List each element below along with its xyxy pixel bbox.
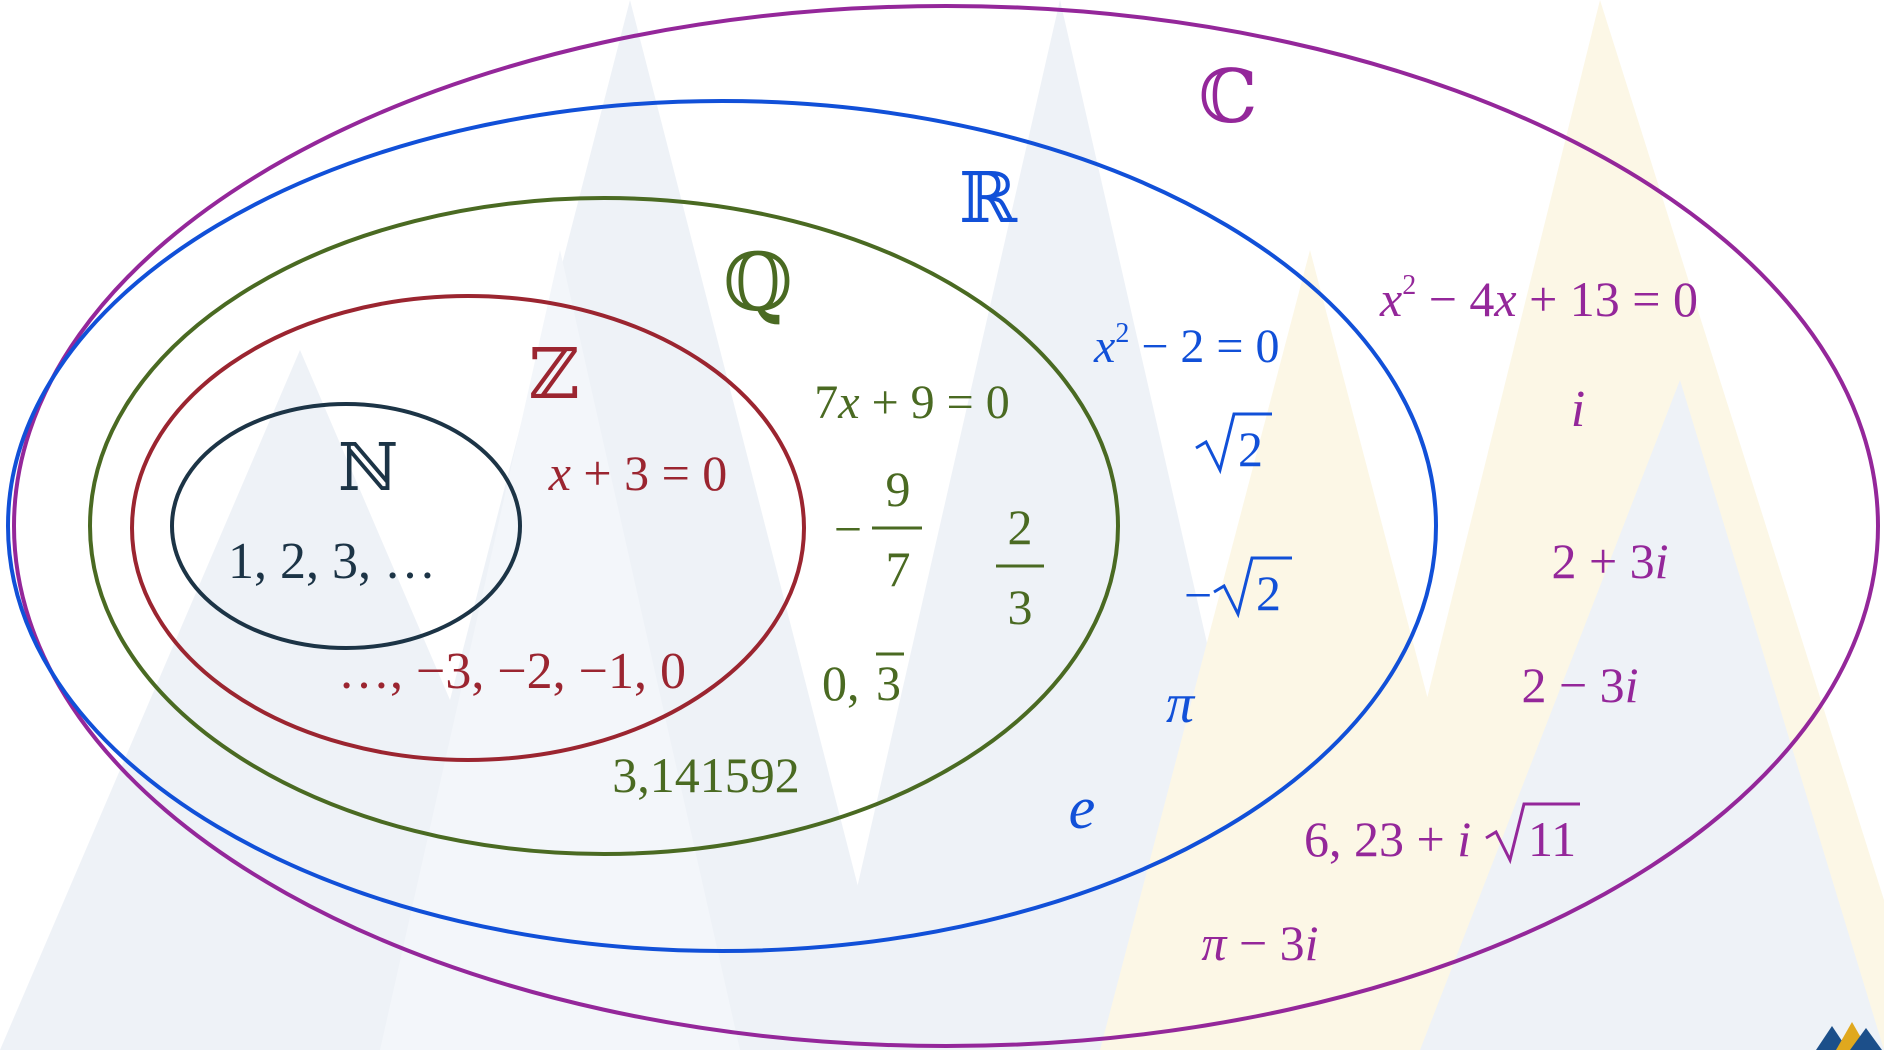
set-n-boundary	[170, 402, 522, 650]
r-pi: π	[1166, 673, 1196, 735]
c-complex-sqrt-eleven-radicand: 11	[1528, 811, 1576, 867]
c-complex-sqrt-eleven-text: 6, 23 + i	[1304, 811, 1471, 867]
set-z-boundary	[130, 294, 806, 762]
q-decimal-approximation: 3,141592	[612, 747, 800, 803]
set-n-symbol: ℕ	[338, 429, 398, 506]
c-complex-sqrt-eleven-real: 6, 23 +	[1304, 811, 1457, 867]
q-equation-rest: + 9 = 0	[860, 376, 1010, 429]
c-complex-pi-minus-3i-rest: − 3	[1226, 915, 1304, 971]
q-fraction-1-denominator: 7	[886, 541, 911, 597]
c-equation-variable-1: x	[1379, 271, 1402, 327]
r-sqrt-two: 2	[1195, 412, 1272, 477]
set-r-symbol: ℝ	[959, 157, 1018, 239]
q-fraction-2-numerator: 2	[1008, 499, 1033, 555]
c-complex-2-minus-3i-real: 2 − 3	[1521, 657, 1624, 713]
c-complex-sqrt-eleven: 6, 23 + i 11	[1304, 802, 1580, 867]
c-equation-mid: − 4	[1416, 271, 1494, 327]
r-equation-text: x2 − 2 = 0	[1093, 318, 1279, 373]
set-c-symbol: ℂ	[1199, 54, 1258, 140]
set-c-boundary	[12, 4, 1880, 1048]
r-sqrt-two-radical	[1195, 412, 1272, 475]
c-complex-pi-minus-3i-unit: i	[1305, 915, 1319, 971]
r-negative-sqrt-two: − 2	[1184, 556, 1292, 623]
q-repeating-digit: 3	[876, 655, 901, 711]
n-member-list: 1, 2, 3, …	[228, 533, 436, 590]
c-imaginary-unit: i	[1571, 381, 1585, 438]
c-complex-2-minus-3i: 2 − 3i	[1521, 657, 1638, 713]
c-complex-pi-minus-3i: π − 3i	[1201, 915, 1318, 971]
c-equation-exponent: 2	[1402, 270, 1416, 301]
z-member-list: …, −3, −2, −1, 0	[338, 643, 686, 700]
c-complex-pi-minus-3i-pi: π	[1201, 915, 1228, 971]
q-fraction-negative-nine-sevenths: − 9 7	[834, 461, 922, 597]
q-repeating-lead: 0,	[822, 655, 860, 711]
triple-peak-logo-icon	[1816, 1022, 1882, 1050]
q-fraction-minus: −	[834, 501, 862, 557]
q-equation-coefficient: 7	[814, 376, 838, 429]
q-fraction-2-denominator: 3	[1008, 579, 1033, 635]
bg-triangle-3	[380, 250, 740, 1050]
r-equation-exponent: 2	[1115, 318, 1129, 349]
z-equation: x + 3 = 0	[548, 445, 728, 501]
z-equation-variable: x	[548, 445, 571, 501]
q-fraction-1-numerator: 9	[886, 461, 911, 517]
r-negative-sqrt-two-radicand: 2	[1256, 565, 1281, 621]
set-q-boundary	[88, 196, 1120, 856]
c-complex-2-plus-3i: 2 + 3i	[1551, 533, 1668, 589]
q-equation: 7x + 9 = 0	[814, 376, 1009, 429]
c-equation-variable-2: x	[1493, 271, 1516, 327]
c-equation-rest: + 13 = 0	[1517, 271, 1698, 327]
c-complex-sqrt-eleven-radical	[1485, 802, 1580, 865]
c-complex-2-plus-3i-unit: i	[1655, 533, 1669, 589]
bg-triangle-7	[1420, 380, 1884, 1050]
r-equation: x2 − 2 = 0	[1093, 318, 1279, 373]
q-fraction-two-thirds: 2 3	[996, 499, 1044, 635]
c-complex-sqrt-eleven-unit: i	[1457, 811, 1471, 867]
c-complex-2-minus-3i-unit: i	[1625, 657, 1639, 713]
logo-peak-right	[1850, 1028, 1882, 1050]
c-complex-2-plus-3i-real: 2 + 3	[1551, 533, 1654, 589]
c-equation: x2 − 4x + 13 = 0	[1379, 270, 1698, 327]
set-z-symbol: ℤ	[528, 333, 579, 415]
q-equation-variable: x	[837, 376, 859, 429]
r-equation-variable: x	[1093, 320, 1115, 373]
r-sqrt-two-radicand: 2	[1238, 421, 1263, 477]
set-r-boundary	[6, 99, 1438, 953]
r-negative-sqrt-two-radical	[1213, 556, 1292, 619]
z-equation-rest: + 3 = 0	[571, 445, 727, 501]
set-q-symbol: ℚ	[723, 236, 793, 329]
r-equation-rest: − 2 = 0	[1129, 320, 1279, 373]
q-repeating-decimal: 0, 3	[822, 652, 904, 711]
r-e: e	[1069, 775, 1096, 841]
r-negative-sqrt-two-minus: −	[1184, 567, 1212, 623]
